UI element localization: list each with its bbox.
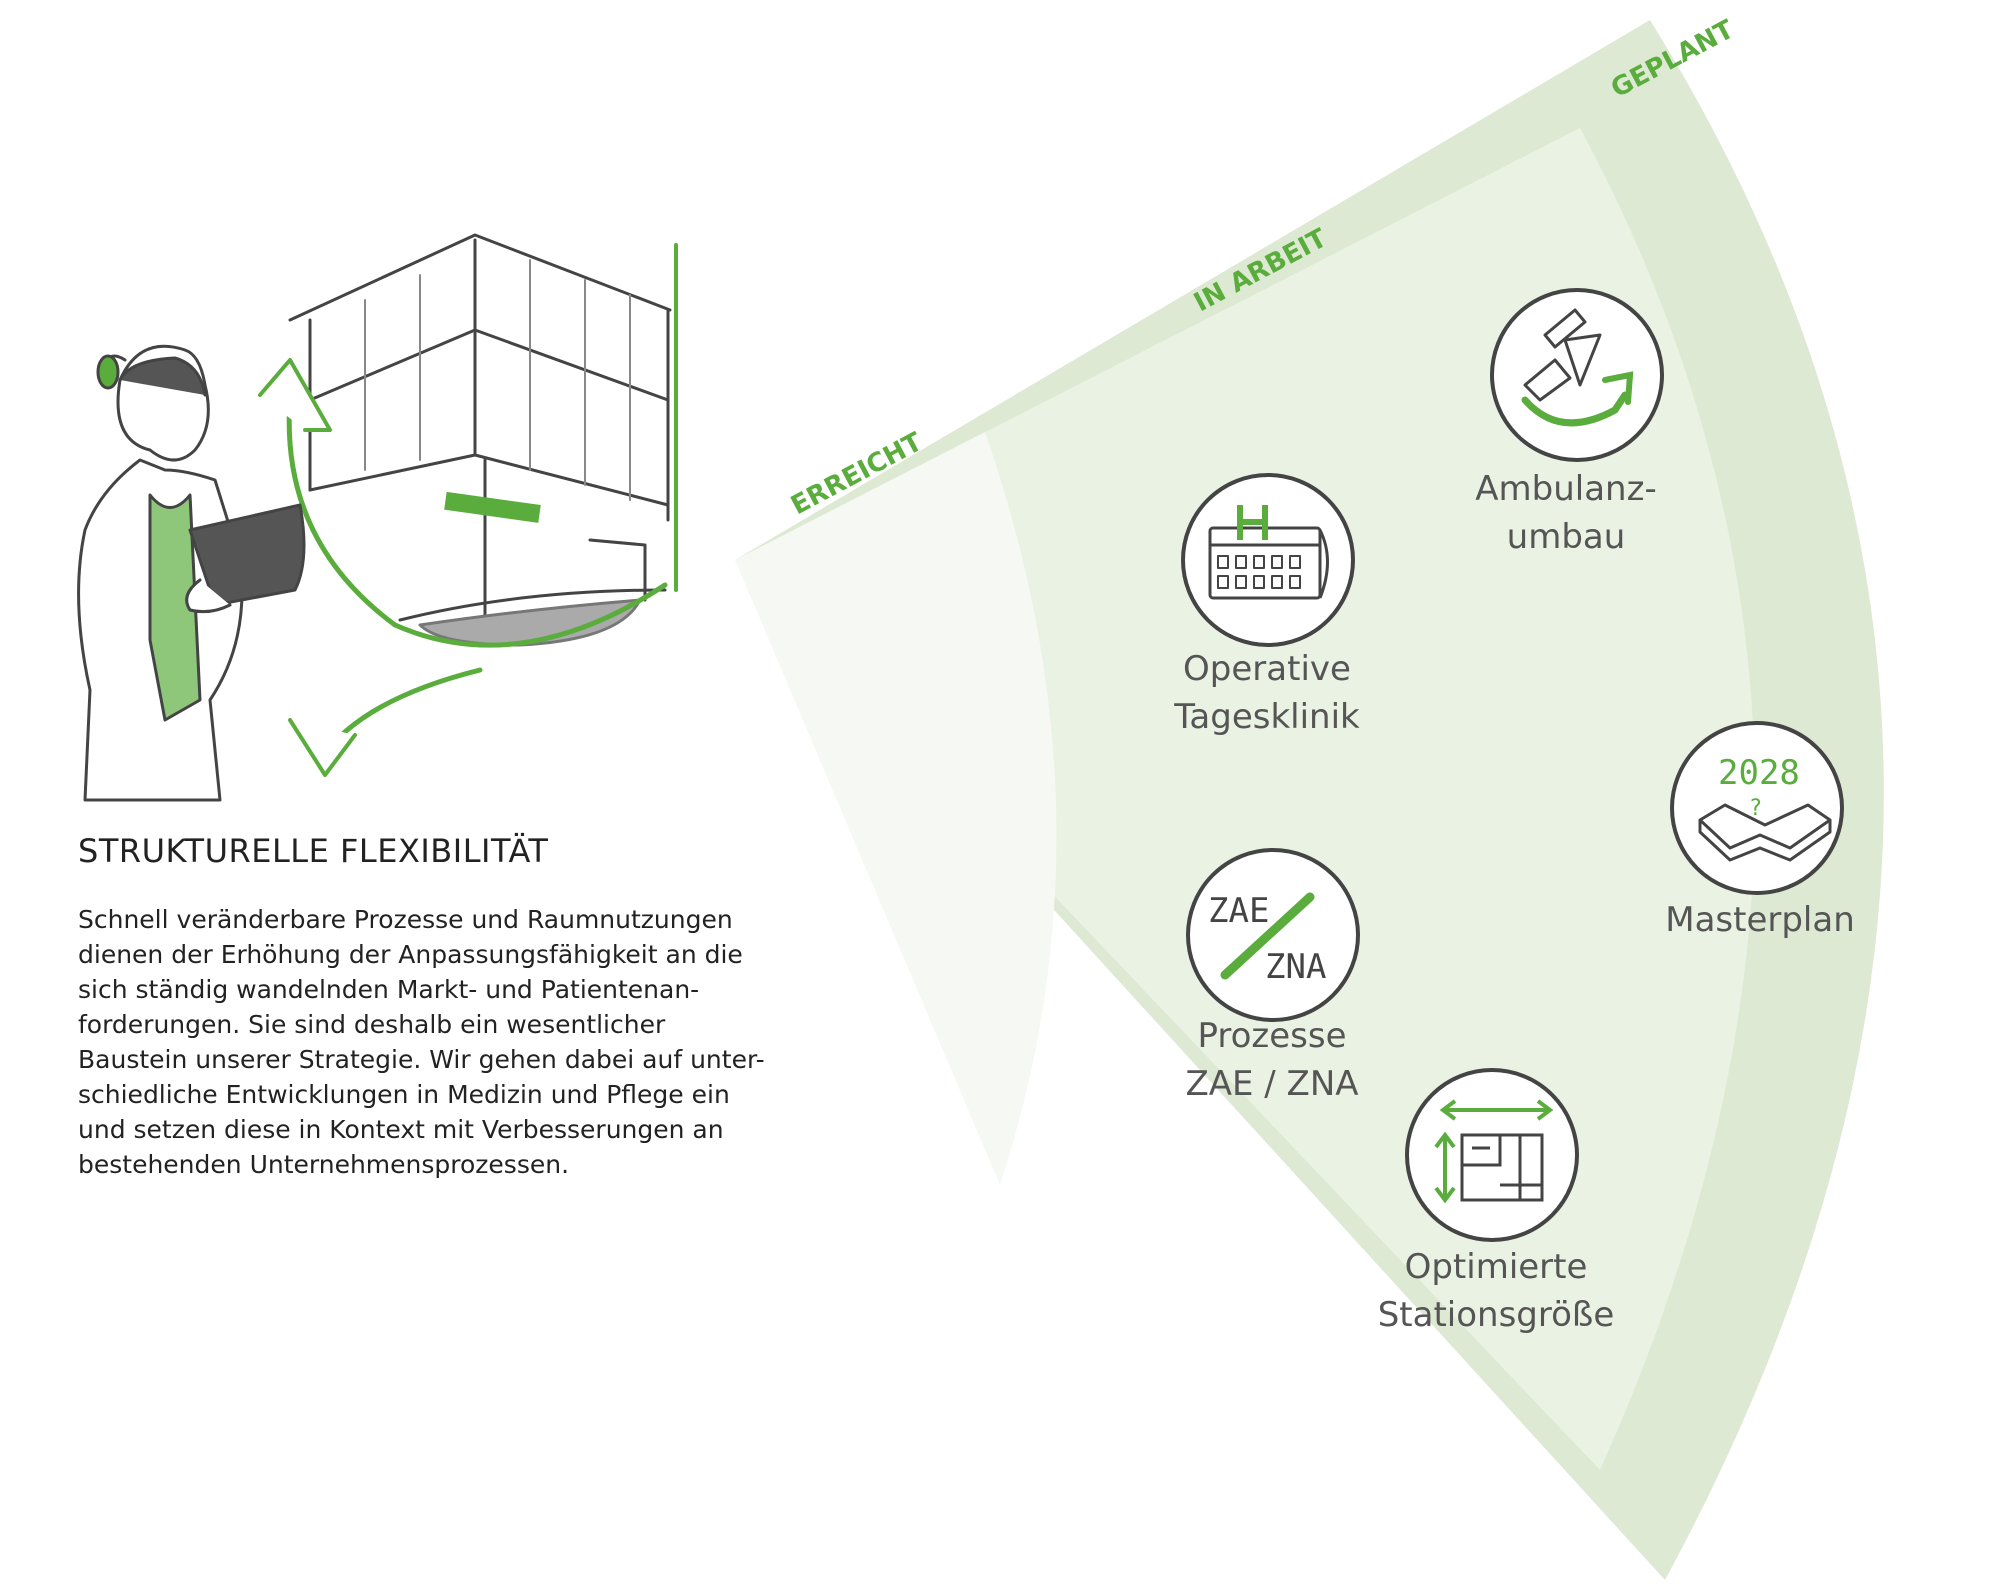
item-label-line: Tagesklinik [1174, 697, 1360, 737]
floorplan-resize-icon [1405, 1068, 1579, 1242]
zae-zna-icon: ZAE ZNA [1186, 848, 1360, 1022]
item-label-masterplan: Masterplan [1590, 896, 1930, 944]
masterplan-year-text: 2028 [1718, 753, 1800, 793]
item-label-operative-tagesklinik: Operative Tagesklinik [1097, 645, 1437, 741]
trowel-renovation-icon [1490, 288, 1664, 462]
item-label-line: Optimierte [1404, 1247, 1588, 1287]
item-label-optimierte-stationsgroesse: Optimierte Stationsgröße [1326, 1243, 1666, 1339]
paragraph-line: forderungen. Sie sind deshalb ein wesent… [78, 1010, 666, 1039]
item-label-prozesse-zae-zna: Prozesse ZAE / ZNA [1102, 1012, 1442, 1108]
zna-icon-text: ZNA [1265, 947, 1326, 987]
fan-inner-cutout [600, 540, 777, 1100]
paragraph-line: sich ständig wandelnden Markt- und Patie… [78, 975, 700, 1004]
item-label-line: Stationsgröße [1377, 1295, 1615, 1335]
item-label-ambulanzumbau: Ambulanz- umbau [1396, 465, 1736, 561]
calendar-hospital-icon [1181, 473, 1355, 647]
paragraph-line: dienen der Erhöhung der Anpassungsfähigk… [78, 940, 743, 969]
section-paragraph: Schnell veränderbare Prozesse und Raumnu… [78, 902, 778, 1182]
paragraph-line: Schnell veränderbare Prozesse und Raumnu… [78, 905, 733, 934]
masterplan-question-mark: ? [1750, 796, 1762, 821]
item-label-line: Ambulanz- [1475, 469, 1657, 509]
paragraph-line: bestehenden Unternehmensprozessen. [78, 1150, 570, 1179]
item-label-line: ZAE / ZNA [1185, 1064, 1359, 1104]
zae-icon-text: ZAE [1208, 891, 1269, 931]
zone-erreicht [735, 432, 1057, 1185]
section-title: STRUKTURELLE FLEXIBILITÄT [78, 832, 549, 870]
paragraph-line: und setzen diese in Kontext mit Verbesse… [78, 1115, 724, 1144]
item-label-line: umbau [1506, 517, 1626, 557]
masterplan-building-icon: 2028 ? [1670, 721, 1844, 895]
item-label-line: Prozesse [1197, 1016, 1347, 1056]
doctor-with-tablet-and-building-icon [77, 233, 678, 802]
paragraph-line: schiedliche Entwicklungen in Medizin und… [78, 1080, 730, 1109]
item-label-line: Masterplan [1665, 900, 1855, 940]
paragraph-line: Baustein unserer Strategie. Wir gehen da… [78, 1045, 765, 1074]
item-label-line: Operative [1183, 649, 1351, 689]
